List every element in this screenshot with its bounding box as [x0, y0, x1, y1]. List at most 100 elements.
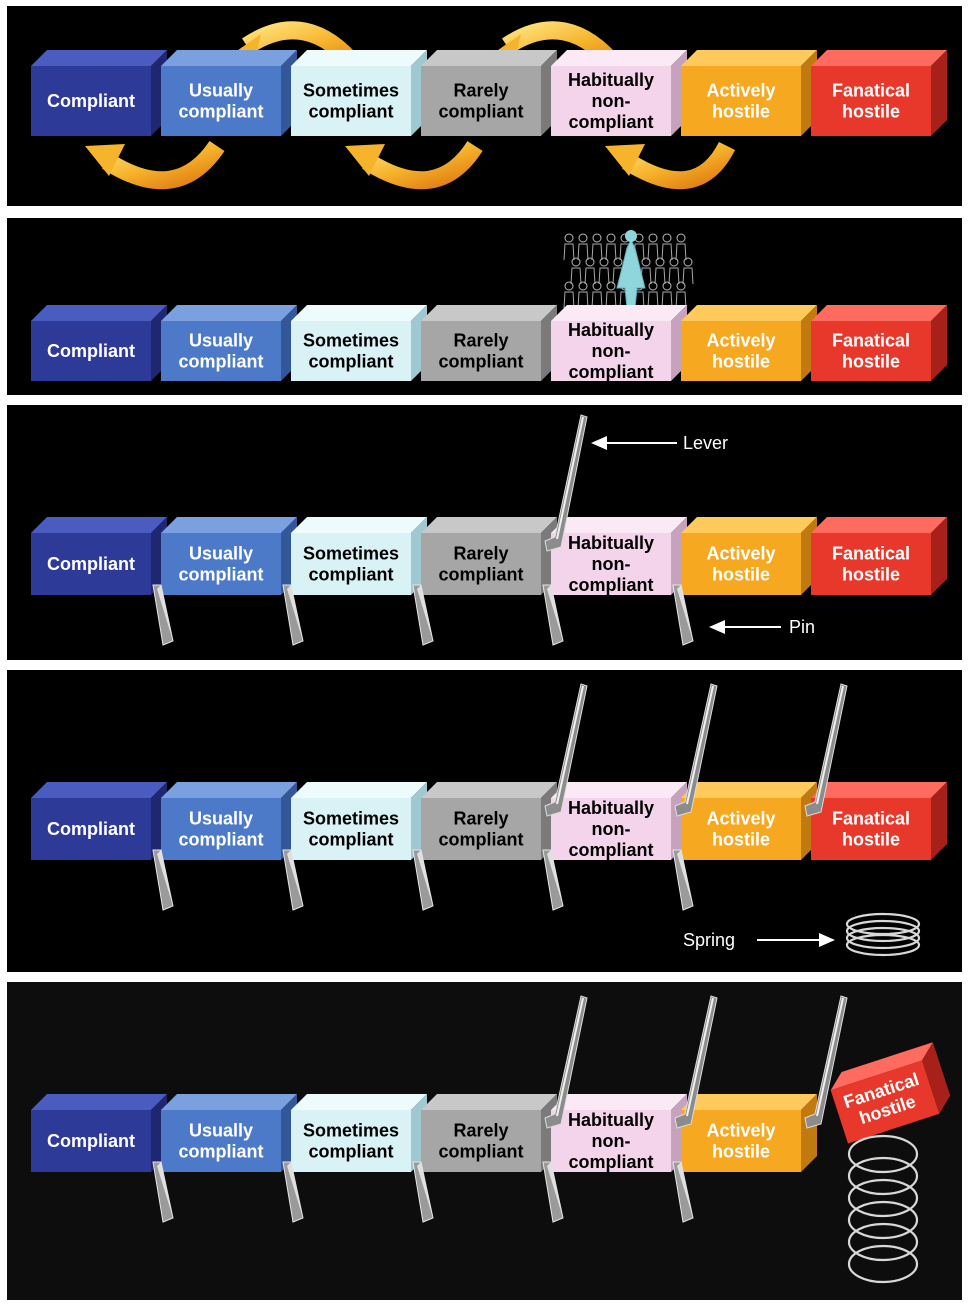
block-label: hostile: [712, 565, 770, 585]
block-label: compliant: [178, 830, 263, 850]
block-label: compliant: [568, 362, 653, 382]
pin-icon: [542, 849, 564, 911]
spring-label: Spring: [683, 930, 735, 950]
block-label: compliant: [308, 352, 393, 372]
block-label: compliant: [178, 352, 263, 372]
lever-icon: [544, 683, 588, 817]
block-label: Actively: [706, 331, 775, 351]
lever-icon: [804, 995, 848, 1129]
block-label: hostile: [712, 830, 770, 850]
block-label: Habitually: [568, 533, 654, 553]
lever-icon: [674, 995, 718, 1129]
block-label: hostile: [712, 352, 770, 372]
block-label: compliant: [438, 1142, 523, 1162]
pin-icon: [412, 584, 434, 646]
block-compliant: Compliant: [31, 305, 167, 381]
block-label: Compliant: [47, 341, 135, 361]
block-label: Rarely: [453, 81, 508, 101]
lever-label: Lever: [683, 433, 728, 453]
pin-icon: [542, 584, 564, 646]
lever-icon: [544, 995, 588, 1129]
lever-icon: [674, 683, 718, 817]
panel-4-diagram: CompliantUsuallycompliantSometimescompli…: [31, 683, 947, 957]
block-label: compliant: [568, 575, 653, 595]
lever-callout: Lever: [591, 433, 728, 453]
pin-label: Pin: [789, 617, 815, 637]
block-label: Actively: [706, 1121, 775, 1141]
block-label: Usually: [189, 809, 253, 829]
block-label: hostile: [842, 102, 900, 122]
block-label: Compliant: [47, 819, 135, 839]
lever-icon: [804, 683, 848, 817]
block-label: hostile: [842, 352, 900, 372]
panel-3-diagram: CompliantUsuallycompliantSometimescompli…: [31, 414, 947, 646]
lever-icon: [544, 414, 588, 552]
block-label: Usually: [189, 331, 253, 351]
pin-icon: [412, 1161, 434, 1223]
block-compliant: Compliant: [31, 1094, 167, 1172]
spring-callout: Spring: [683, 930, 835, 950]
pin-icon: [152, 584, 174, 646]
block-label: compliant: [438, 565, 523, 585]
spring-coil-icon: [847, 1134, 919, 1284]
curved-arrow-icon: [85, 140, 225, 190]
block-label: Habitually: [568, 70, 654, 90]
block-label: Habitually: [568, 320, 654, 340]
spring-coil-icon: [845, 912, 921, 957]
block-label: Compliant: [47, 1131, 135, 1151]
block-label: Sometimes: [303, 809, 399, 829]
block-label: compliant: [178, 102, 263, 122]
block-label: compliant: [568, 840, 653, 860]
block-label: compliant: [438, 352, 523, 372]
block-label: Habitually: [568, 1110, 654, 1130]
block-label: Compliant: [47, 91, 135, 111]
block-compliant: Compliant: [31, 782, 167, 860]
block-label: compliant: [308, 565, 393, 585]
block-label: compliant: [438, 102, 523, 122]
pin-icon: [672, 584, 694, 646]
pin-icon: [542, 1161, 564, 1223]
block-label: Usually: [189, 1121, 253, 1141]
block-label: Sometimes: [303, 544, 399, 564]
block-label: Actively: [706, 809, 775, 829]
block-label: Fanatical: [832, 331, 910, 351]
block-label: Fanatical: [832, 81, 910, 101]
block-label: Actively: [706, 81, 775, 101]
pin-icon: [152, 1161, 174, 1223]
block-label: Rarely: [453, 1121, 508, 1141]
block-label: hostile: [712, 102, 770, 122]
block-label: Habitually: [568, 798, 654, 818]
pin-icon: [672, 849, 694, 911]
block-compliant: Compliant: [31, 50, 167, 136]
block-label: compliant: [178, 565, 263, 585]
block-compliant: Compliant: [31, 517, 167, 595]
block-label: compliant: [308, 102, 393, 122]
